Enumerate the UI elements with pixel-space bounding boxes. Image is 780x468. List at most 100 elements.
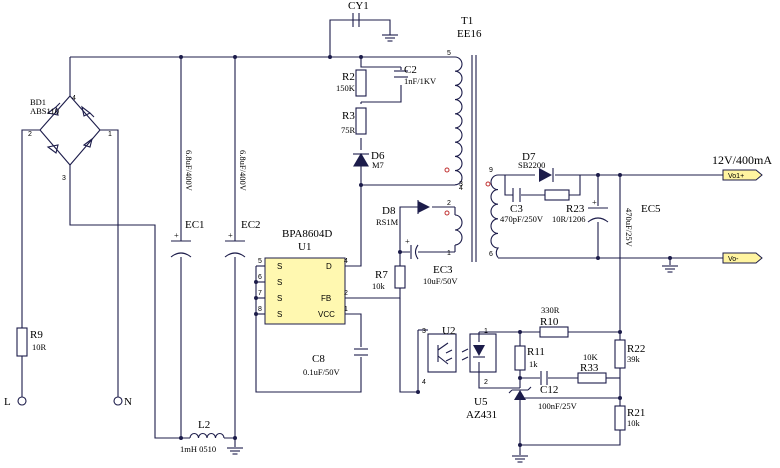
- ec3-ref: EC3: [433, 264, 453, 276]
- c3-ref: C3: [510, 203, 523, 215]
- u5-ref: U5: [474, 396, 488, 408]
- t1-ref: T1: [461, 15, 473, 27]
- u1-pin-s2: S: [277, 278, 282, 287]
- ec2-value: 6.8uF/400V: [238, 150, 248, 192]
- u1-ref: U1: [298, 241, 311, 253]
- c8-ref: C8: [312, 353, 325, 365]
- c3-value: 470pF/250V: [500, 214, 544, 224]
- resistor-r33: 10K R33: [577, 352, 607, 384]
- t1-pin-1: 1: [447, 250, 451, 257]
- r23-ref: R23: [566, 203, 585, 215]
- r7-value: 10k: [372, 281, 386, 291]
- c12-ref: C12: [540, 384, 558, 396]
- u1-pinnum-4: 4: [344, 258, 348, 265]
- output-terminal-minus: Vo-: [722, 252, 763, 264]
- r2-ref: R2: [342, 71, 355, 83]
- u1-pinnum-2: 2: [344, 290, 348, 297]
- d8-value: RS1M: [376, 217, 399, 227]
- resistor-r7: R7 10k: [372, 265, 406, 291]
- ic-u1: BPA8604D U1 S S S S D FB VCC 5 6 7 8 4 2…: [258, 228, 348, 325]
- l2-ref: L2: [198, 419, 210, 431]
- r2-value: 150K: [336, 83, 356, 93]
- u2-pin-4: 4: [422, 379, 426, 386]
- ec3-value: 10uF/50V: [423, 276, 458, 286]
- c12-value: 100nF/25V: [538, 401, 578, 411]
- terminal-line: [17, 396, 27, 406]
- r21-ref: R21: [627, 407, 645, 419]
- d7-ref: D7: [522, 151, 536, 163]
- bd1-value: ABS110: [30, 106, 59, 116]
- r9-ref: R9: [30, 329, 43, 341]
- u1-pin-vcc: VCC: [318, 310, 335, 319]
- u2-ref: U2: [442, 325, 455, 337]
- capacitor-c12: C12 100nF/25V: [538, 371, 578, 411]
- d6-value: M7: [372, 160, 384, 170]
- r3-value: 75R: [341, 125, 356, 135]
- ec1-ref: EC1: [185, 219, 205, 231]
- u1-pinnum-8: 8: [258, 306, 262, 313]
- u2-pin-3: 3: [422, 328, 426, 335]
- r22-value: 39k: [627, 354, 641, 364]
- resistor-r2: R2 150K: [336, 69, 367, 97]
- terminal-neutral-label: N: [124, 396, 132, 408]
- t1-pin-3: 3: [459, 181, 463, 188]
- ground-symbol: [511, 455, 529, 463]
- resistor-r10: 330R R10: [539, 305, 569, 338]
- u1-part: BPA8604D: [282, 228, 332, 240]
- u1-pin-s3: S: [277, 294, 282, 303]
- terminal-line-label: L: [4, 396, 11, 408]
- r11-ref: R11: [527, 346, 545, 358]
- capacitor-c8: C8 0.1uF/50V: [303, 348, 368, 377]
- r9-value: 10R: [32, 342, 47, 352]
- d6-ref: D6: [371, 150, 385, 162]
- diode-d6: D6 M7: [353, 150, 385, 170]
- wiring: [21, 19, 723, 455]
- capacitor-ec3: + EC3 10uF/50V: [405, 236, 458, 286]
- t1-pin-2: 2: [447, 200, 451, 207]
- d8-ref: D8: [382, 205, 396, 217]
- capacitor-ec2: + EC2 6.8uF/400V: [224, 150, 261, 258]
- bd1-ref: BD1: [30, 97, 46, 107]
- terminal-vo-minus-label: Vo-: [728, 256, 739, 263]
- c2-value: 1nF/1KV: [404, 76, 437, 86]
- capacitor-c2: C2 1nF/1KV: [394, 64, 437, 86]
- u5-value: AZ431: [466, 409, 497, 421]
- ground-symbol: [226, 447, 244, 455]
- c8-value: 0.1uF/50V: [303, 367, 340, 377]
- r3-ref: R3: [342, 110, 355, 122]
- u2-pin-1: 1: [484, 328, 488, 335]
- r33-ref: R33: [580, 362, 599, 374]
- d7-value: SB2200: [518, 160, 545, 170]
- ec5-value: 470uF/25V: [624, 208, 634, 248]
- r7-ref: R7: [375, 269, 388, 281]
- r10-ref: R10: [540, 316, 559, 328]
- u1-pin-d: D: [326, 262, 332, 271]
- r22-ref: R22: [627, 343, 645, 355]
- t1-pin-5: 5: [447, 50, 451, 57]
- c2-ref: C2: [404, 64, 417, 76]
- u1-pin-s4: S: [277, 310, 282, 319]
- u1-pinnum-7: 7: [258, 290, 262, 297]
- u1-pinnum-1: 1: [344, 306, 348, 313]
- t1-pin-6: 6: [489, 251, 493, 258]
- ec5-ref: EC5: [641, 203, 661, 215]
- ground-symbol: [381, 34, 399, 42]
- bd1-pin-2: 2: [28, 131, 32, 138]
- cy1-ref: CY1: [348, 0, 369, 12]
- inductor-l2: L2 1mH 0510: [180, 419, 225, 454]
- resistor-r9: R9 10R: [16, 327, 47, 357]
- l2-value: 1mH 0510: [180, 444, 216, 454]
- capacitor-ec5: + EC5 470uF/25V: [587, 197, 661, 248]
- u2-pin-2: 2: [484, 379, 488, 386]
- r10-value: 330R: [541, 305, 560, 315]
- resistor-r23: R23 10R/1206: [544, 189, 586, 224]
- r33-value: 10K: [583, 352, 599, 362]
- bd1-pin-1: 1: [108, 131, 112, 138]
- ec5-plus: +: [592, 197, 597, 207]
- shunt-regulator-u5: U5 AZ431: [466, 386, 532, 421]
- diode-d8: D8 RS1M: [376, 200, 430, 227]
- u1-pin-s1: S: [277, 262, 282, 271]
- ec3-plus: +: [405, 236, 410, 246]
- r23-value: 10R/1206: [552, 214, 586, 224]
